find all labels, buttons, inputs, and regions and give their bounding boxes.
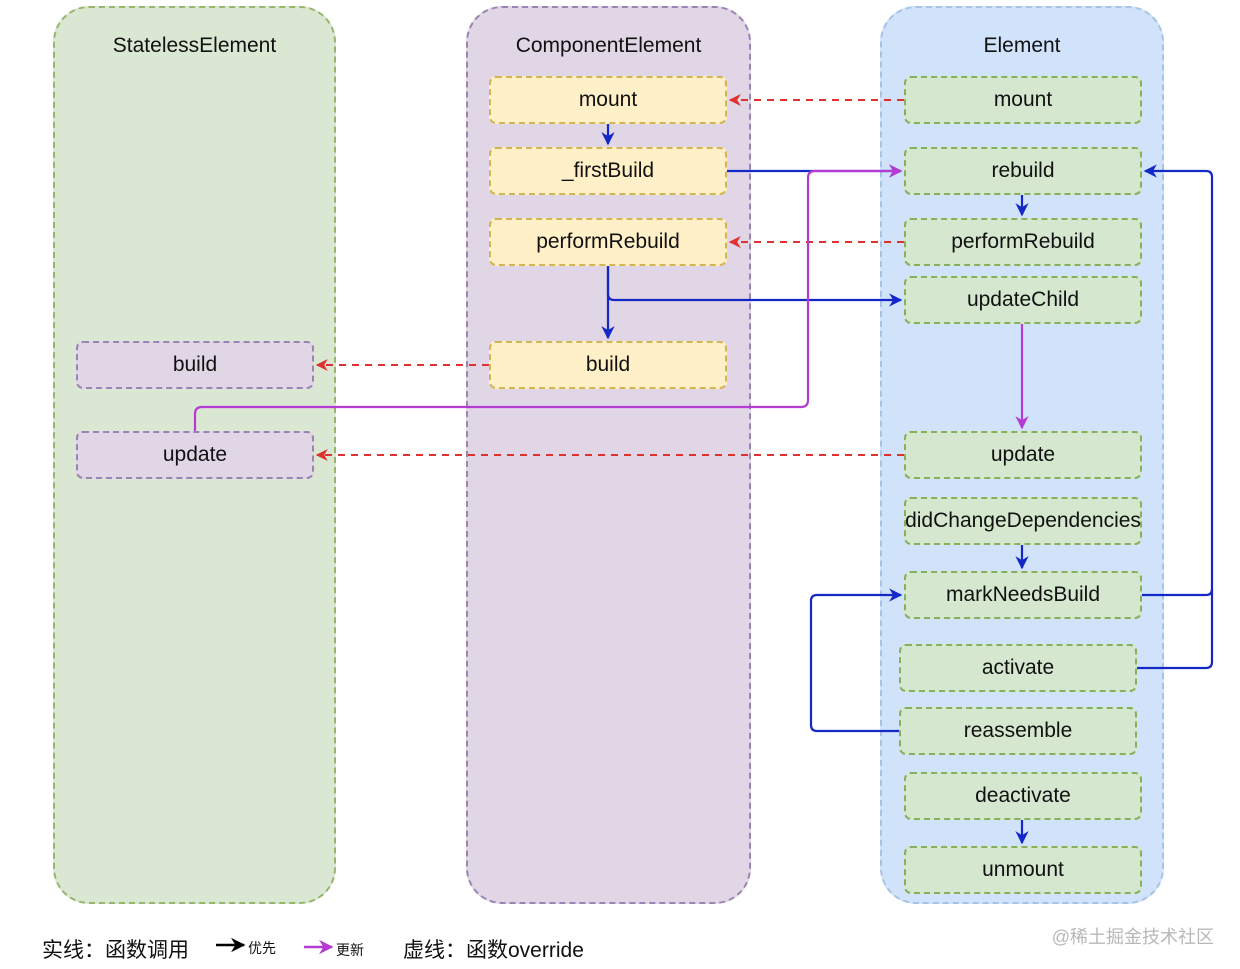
element-activate-node: activate [899,644,1137,692]
element-deactivate-node: deactivate [904,772,1142,820]
component-mount-node: mount [489,76,727,124]
element-did-change-dependencies-node: didChangeDependencies [904,497,1142,545]
element-mark-needs-build-node: markNeedsBuild [904,571,1142,619]
update-edge-stateless-update-to-rebuild [193,164,903,431]
component-build-node: build [489,341,727,389]
component-first-build-node: _firstBuild [489,147,727,195]
element-unmount-node: unmount [904,846,1142,894]
element-perform-rebuild-node: performRebuild [904,218,1142,266]
legend-solid-line-label: 实线：函数调用 [42,939,189,962]
component-perform-rebuild-node: performRebuild [489,218,727,266]
stateless-update-node: update [76,431,314,479]
call-edge-mark-needs-build-to-rebuild [1142,164,1214,597]
call-edge-reassemble-to-mark-needs-build [809,588,903,733]
element-update-node: update [904,431,1142,479]
element-rebuild-node: rebuild [904,147,1142,195]
legend-priority-label: 优先 [248,940,276,956]
element-update-child-node: updateChild [904,276,1142,324]
stateless-build-node: build [76,341,314,389]
watermark: @稀土掘金技术社区 [1051,927,1214,947]
lane-title-stateless-element: StatelessElement [112,34,277,57]
lane-title-element: Element [983,34,1061,57]
element-mount-node: mount [904,76,1142,124]
legend-dashed-line-label: 虚线：函数override [403,939,584,962]
call-edge-perform-rebuild-to-update-child [606,266,903,307]
lane-title-component-element: ComponentElement [515,34,702,57]
element-reassemble-node: reassemble [899,707,1137,755]
legend-update-label: 更新 [336,942,364,958]
call-edge-activate-to-rebuild [1137,589,1214,670]
